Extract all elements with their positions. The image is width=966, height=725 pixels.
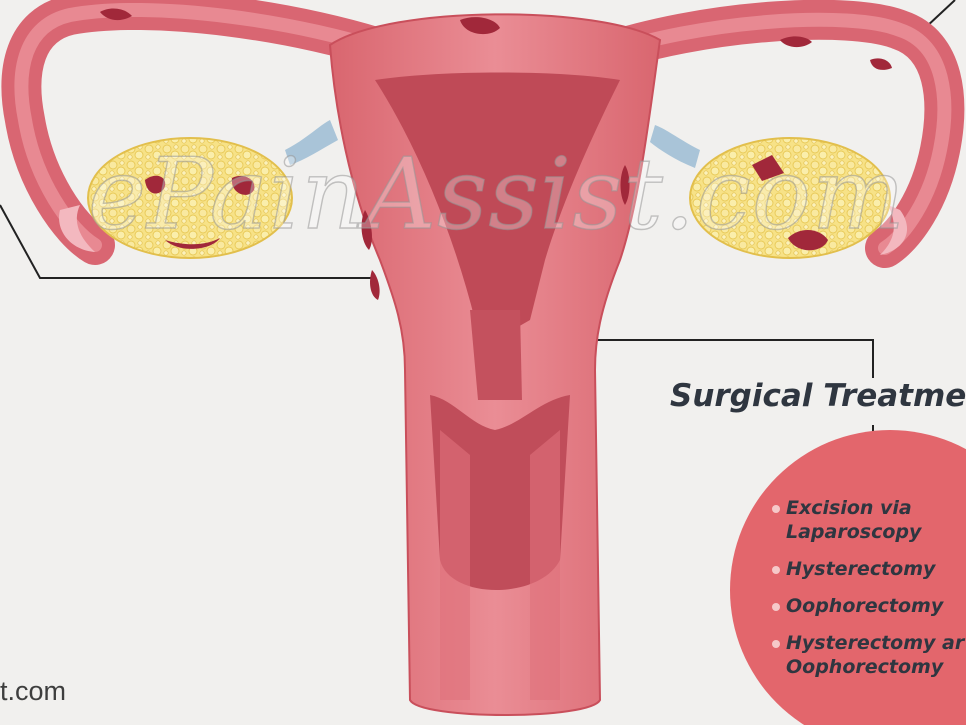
treatment-item-label: Hysterectomy [786, 557, 964, 581]
treatment-item-label: Hysterectomy ar Oophorectomy [786, 631, 964, 679]
treatment-list: Excision via Laparoscopy Hysterectomy Oo… [772, 496, 964, 692]
ovary-left [88, 138, 292, 258]
treatment-item: Oophorectomy [772, 594, 964, 618]
bullet-dot-icon [772, 566, 780, 574]
treatment-item: Hysterectomy [772, 557, 964, 581]
ovary-right [690, 138, 890, 258]
cervical-canal [470, 310, 522, 400]
bullet-dot-icon [772, 603, 780, 611]
treatment-item: Hysterectomy ar Oophorectomy [772, 631, 964, 679]
treatment-item-label: Oophorectomy [786, 594, 964, 618]
bullet-dot-icon [772, 640, 780, 648]
treatment-item-label: Excision via Laparoscopy [786, 496, 964, 544]
site-url-text: t.com [0, 676, 66, 707]
treatment-item: Excision via Laparoscopy [772, 496, 964, 544]
bullet-dot-icon [772, 505, 780, 513]
section-heading: Surgical Treatme [670, 378, 966, 414]
